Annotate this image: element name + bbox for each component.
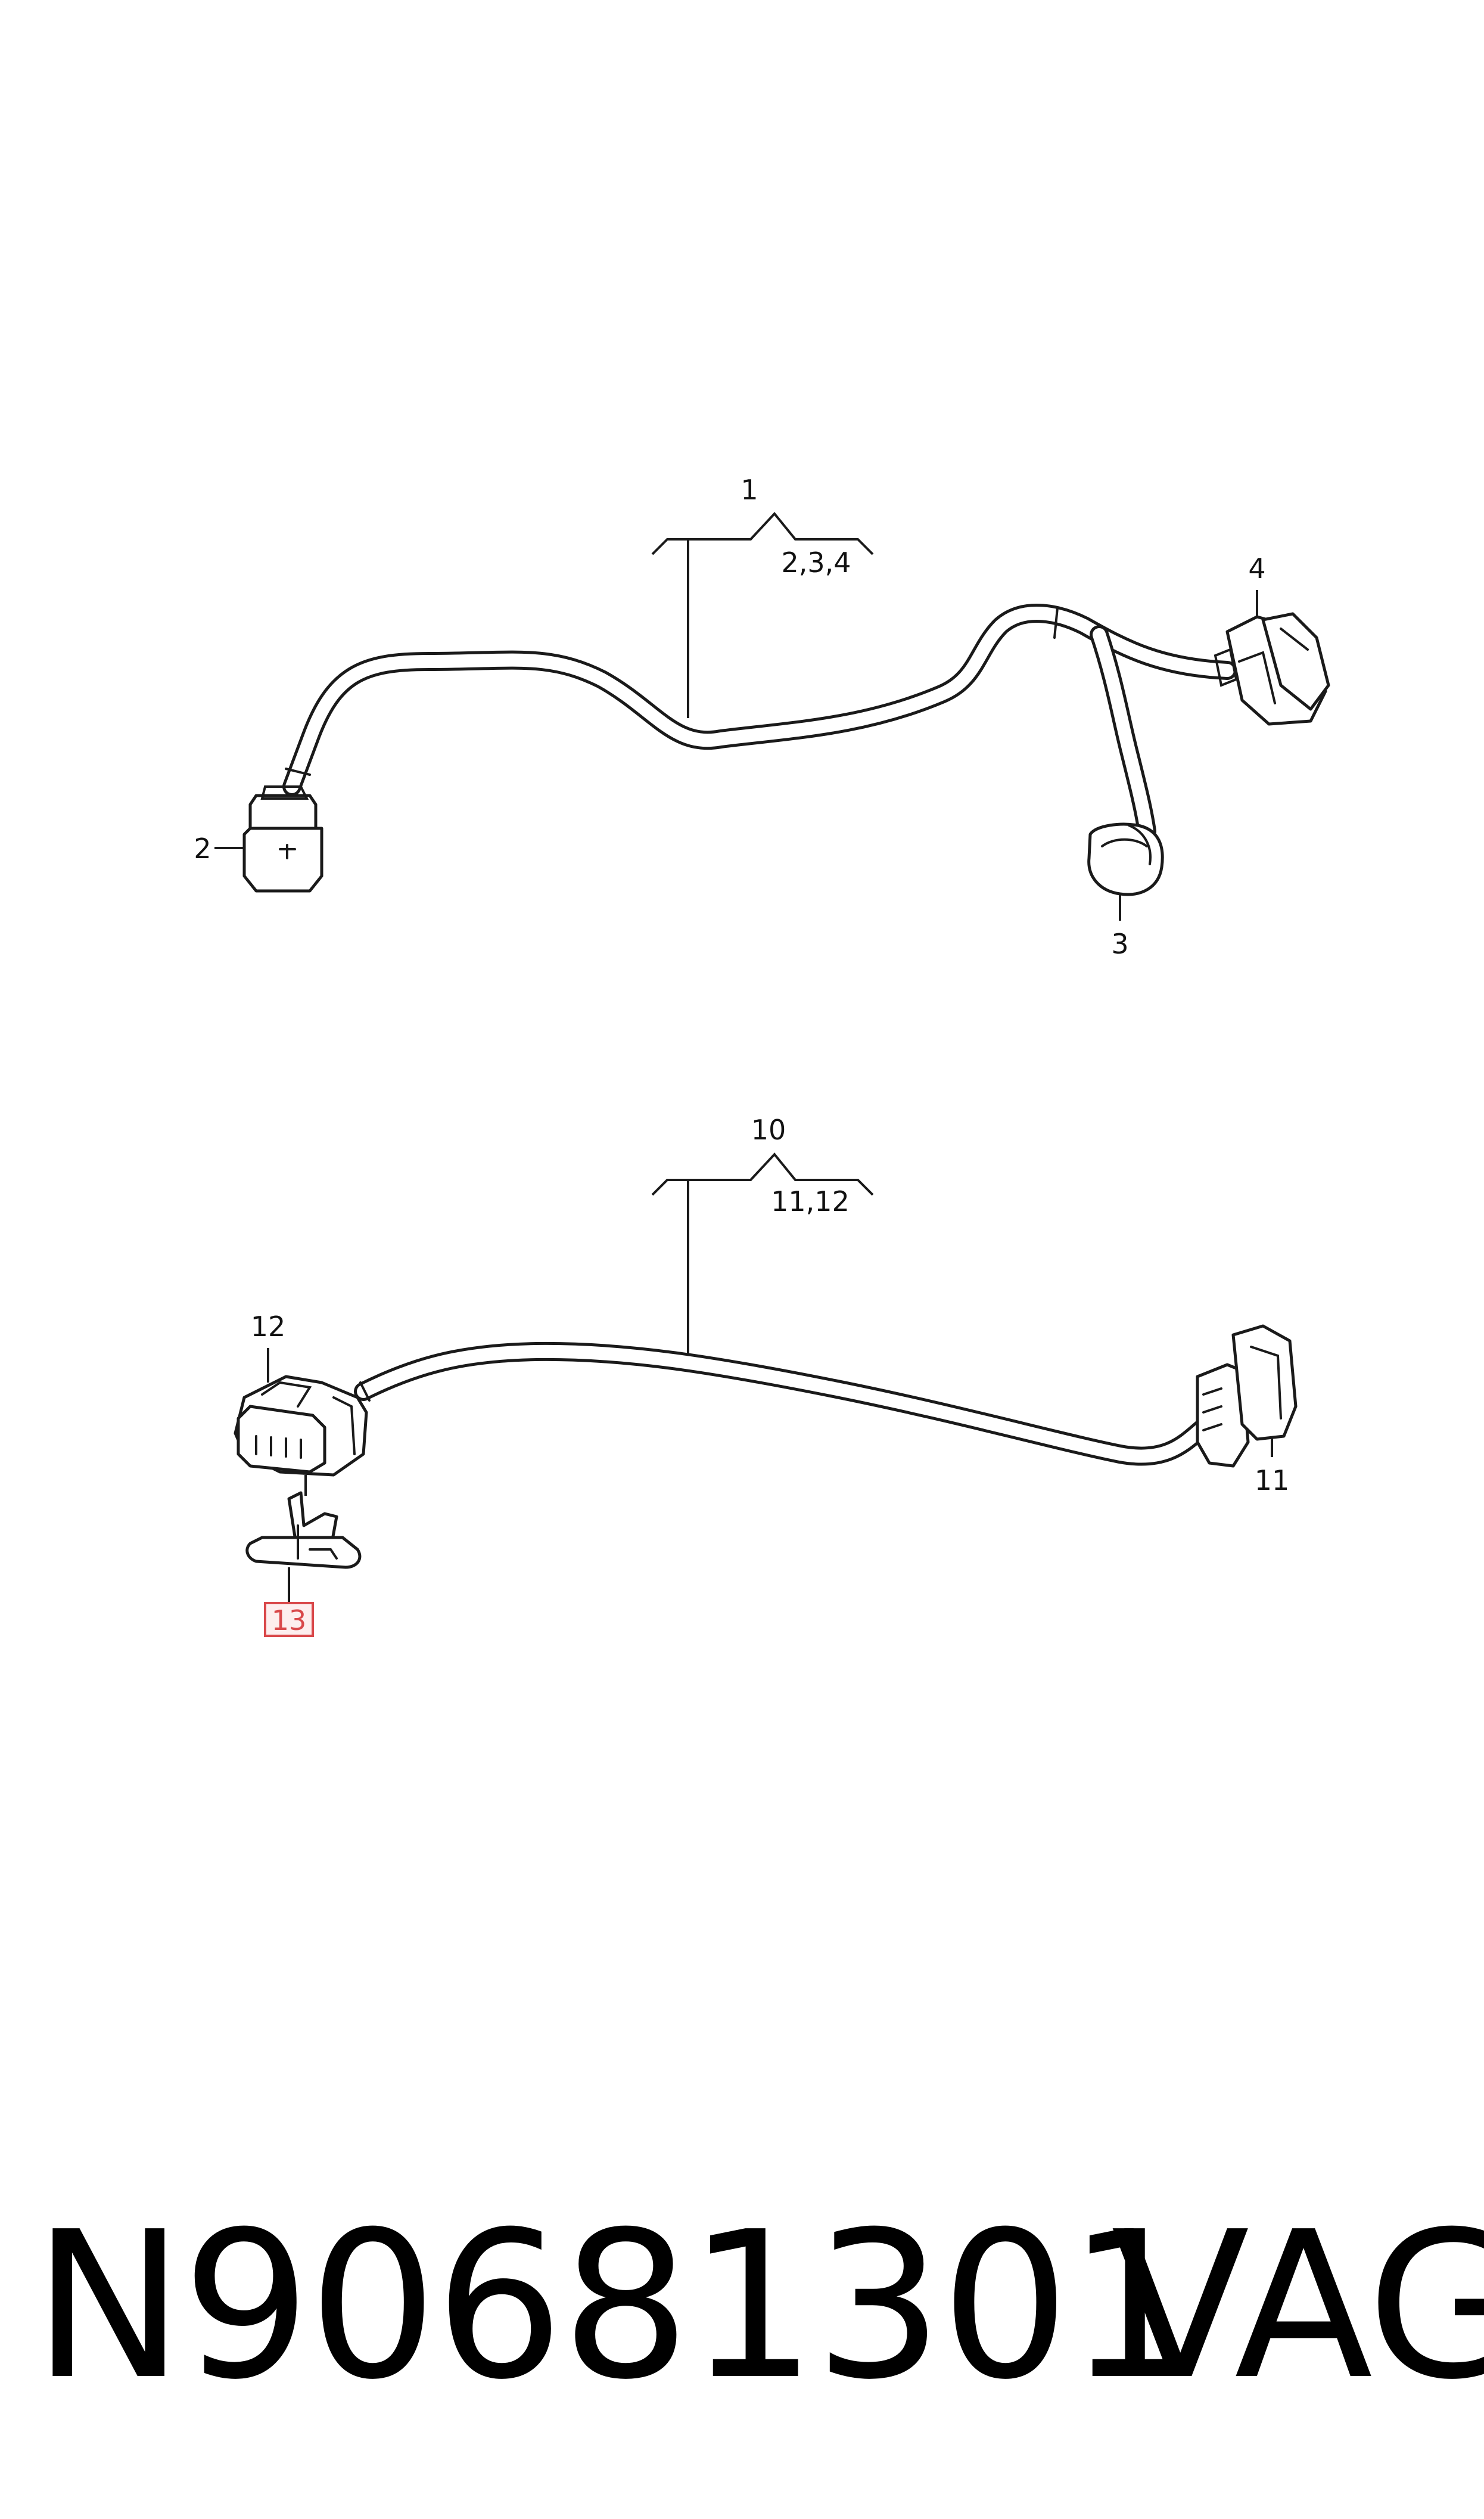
harness-assembly-10: 10 11,12 12 13: [234, 1114, 1298, 1637]
callout-3[interactable]: 3: [1111, 928, 1128, 960]
callout-10-subparts: 11,12: [771, 1185, 850, 1217]
part-number-label: N90681301: [33, 2188, 1196, 2424]
callout-11[interactable]: 11: [1255, 1464, 1290, 1496]
callout-13[interactable]: 13: [272, 1604, 307, 1636]
callout-12[interactable]: 12: [251, 1310, 286, 1343]
connector-4[interactable]: [1214, 612, 1330, 726]
callout-1-subparts: 2,3,4: [781, 546, 851, 579]
harness-assembly-1: 1 2,3,4 2 3: [194, 474, 1330, 960]
connector-2[interactable]: [242, 785, 323, 893]
clip-13[interactable]: [245, 1491, 362, 1569]
connector-3[interactable]: [1087, 822, 1164, 896]
callout-1[interactable]: 1: [741, 474, 758, 506]
callout-13-highlight: [264, 1602, 314, 1637]
connector-12[interactable]: [234, 1375, 368, 1477]
brand-label: VAG: [1111, 2188, 1484, 2424]
connector-11[interactable]: [1196, 1324, 1298, 1468]
harness-1-main-wire: [282, 604, 1237, 796]
assembly-10-bracket: [651, 1152, 874, 1196]
callout-2[interactable]: 2: [194, 833, 211, 865]
assembly-1-bracket: [651, 511, 874, 555]
callout-4[interactable]: 4: [1248, 552, 1265, 585]
callout-10[interactable]: 10: [751, 1114, 786, 1146]
